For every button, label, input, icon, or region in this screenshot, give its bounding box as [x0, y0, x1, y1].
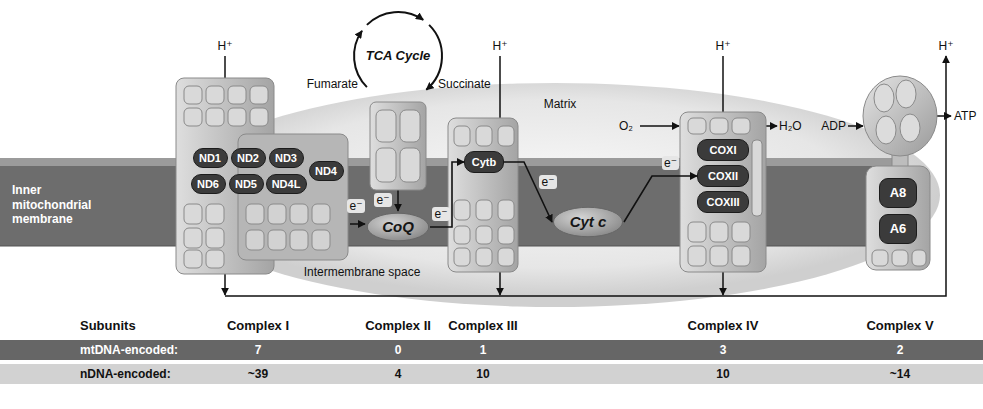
node-text: ND4L	[272, 178, 301, 191]
subunit-box: ND6	[191, 174, 226, 194]
node-text: ND3	[275, 152, 297, 165]
complex-iii	[448, 118, 518, 272]
edge-label: e⁻	[662, 156, 679, 170]
node-text: ND5	[235, 178, 257, 191]
table-cell: 10	[716, 367, 729, 381]
row-label: mtDNA-encoded:	[80, 343, 178, 357]
metabolite-label: Fumarate	[307, 77, 358, 91]
table-cell: 7	[255, 343, 262, 357]
table-cell: 10	[476, 367, 489, 381]
node-text: CoQ	[382, 218, 414, 235]
node-text: COXII	[708, 170, 738, 183]
electron-arrow	[624, 176, 697, 222]
table-header: Subunits	[80, 318, 136, 334]
electron-label: e⁻	[347, 199, 364, 213]
node-text: ND6	[197, 178, 219, 191]
carrier-ellipse: CoQ	[366, 212, 430, 242]
table-cell: 2	[897, 343, 904, 357]
node-text: ND2	[237, 152, 259, 165]
subunit-box: A6	[879, 214, 917, 244]
subunit-box: COXI	[697, 139, 749, 161]
node-text: ND4	[315, 165, 337, 178]
region-label: Intermembrane space	[304, 265, 421, 279]
subunit-box: Cytb	[464, 151, 504, 173]
cycle-label: TCA Cycle	[366, 48, 431, 64]
node-text: COXI	[710, 144, 737, 157]
subunit-box: COXIII	[697, 191, 749, 213]
proton-label: H⁺	[939, 39, 954, 53]
proton-label: H⁺	[218, 39, 233, 53]
subunit-box: ND5	[229, 174, 264, 194]
node-text: A8	[890, 186, 907, 201]
complex-iv	[680, 112, 766, 272]
node-text: COXIII	[706, 196, 739, 209]
electron-arrow	[504, 162, 552, 222]
table-cell: 0	[395, 343, 402, 357]
complex-ii	[370, 102, 426, 190]
subunit-box: ND4	[309, 161, 344, 181]
subunit-box: ND1	[193, 148, 228, 168]
edge-label: e⁻	[539, 175, 556, 189]
table-header: Complex III	[448, 318, 517, 334]
electron-label: e⁻	[374, 193, 391, 207]
membrane-label: Inner mitochondrial membrane	[12, 183, 112, 226]
metabolite-label: Succinate	[438, 77, 491, 91]
region-label: Matrix	[544, 97, 577, 111]
node-text: ND1	[199, 152, 221, 165]
flow-arrows	[225, 56, 951, 296]
complex-v	[863, 76, 937, 270]
subunit-box: COXII	[697, 165, 749, 187]
node-text: Cyt c	[570, 213, 607, 230]
subunit-box: ND3	[269, 148, 304, 168]
table-cell: ~14	[890, 367, 910, 381]
carrier-ellipse: Cyt c	[552, 206, 624, 238]
substrate-label: O₂	[619, 119, 633, 133]
table-header: Complex IV	[688, 318, 759, 334]
node-text: A6	[890, 222, 907, 237]
table-cell: 3	[720, 343, 727, 357]
product-label: ATP	[954, 109, 976, 123]
table-cell: 1	[480, 343, 487, 357]
table-header: Complex I	[227, 318, 289, 334]
table-cell: ~39	[248, 367, 268, 381]
proton-label: H⁺	[716, 39, 731, 53]
table-cell: 4	[395, 367, 402, 381]
edge-label: e⁻	[432, 207, 449, 221]
electron-arrow	[430, 162, 464, 227]
tca-cycle	[354, 12, 442, 90]
product-label: H₂O	[779, 119, 802, 133]
subunit-box: A8	[879, 178, 917, 208]
complex-i	[176, 78, 348, 274]
proton-label: H⁺	[493, 39, 508, 53]
row-label: nDNA-encoded:	[80, 367, 171, 381]
table-header: Complex II	[365, 318, 431, 334]
substrate-label: ADP	[821, 119, 846, 133]
subunit-box: ND2	[231, 148, 266, 168]
table-header: Complex V	[866, 318, 933, 334]
node-text: Cytb	[472, 156, 496, 169]
subunit-box: ND4L	[266, 174, 307, 194]
table-rows	[0, 340, 983, 384]
